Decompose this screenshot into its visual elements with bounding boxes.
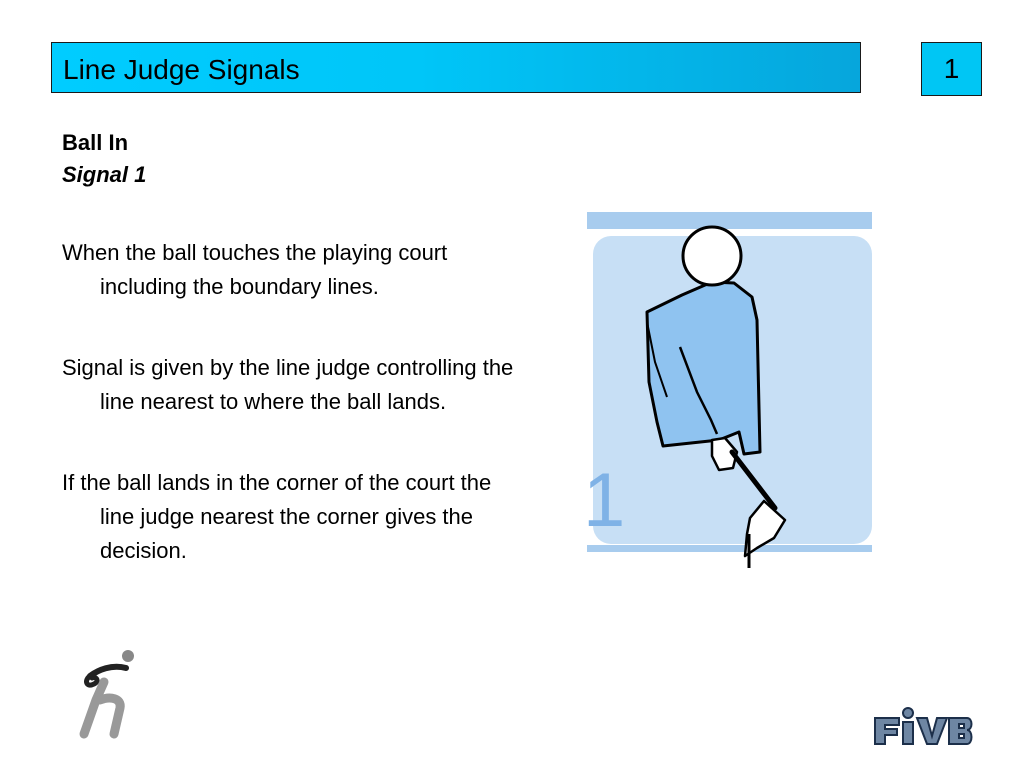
slide-title: Line Judge Signals: [63, 53, 300, 85]
signal-number-watermark: 1: [587, 458, 625, 543]
volleyball-player-logo-icon: [79, 650, 134, 739]
line-judge-signal-illustration: 1: [587, 212, 872, 568]
signal-subheading: Signal 1: [62, 162, 147, 187]
line-judge-figure: [645, 225, 787, 568]
slide-content: Ball In Signal 1 When the ball touches t…: [62, 124, 522, 568]
signal-heading: Ball In: [62, 130, 129, 155]
paragraph-2: Signal is given by the line judge contro…: [62, 355, 514, 414]
slide-number-box: 1: [921, 42, 982, 96]
slide-title-bar: Line Judge Signals: [51, 42, 861, 93]
fivb-logo-icon: [874, 707, 973, 745]
slide-number: 1: [943, 53, 960, 84]
paragraph-1: When the ball touches the playing court …: [62, 240, 448, 299]
paragraph-3: If the ball lands in the corner of the c…: [62, 470, 492, 563]
